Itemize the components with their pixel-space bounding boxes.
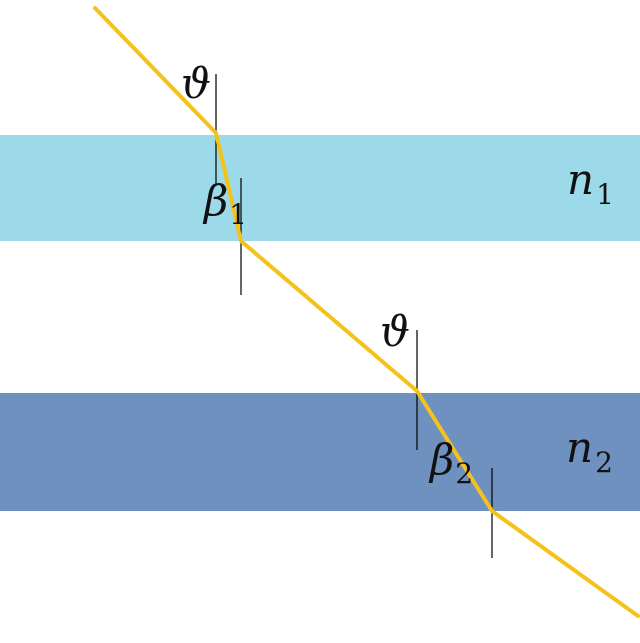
beta-2-label: β2: [428, 435, 473, 490]
layer-n1: [0, 135, 640, 241]
n-1-subscript: 1: [596, 178, 614, 211]
theta-top-label: ϑ: [181, 59, 211, 108]
theta-middle-symbol: ϑ: [380, 307, 410, 356]
n-2-label: n2: [566, 423, 613, 479]
beta-1-symbol: β: [202, 176, 228, 225]
n-1-symbol: n: [567, 155, 594, 204]
n-2-symbol: n: [566, 423, 593, 472]
n-2-subscript: 2: [595, 446, 613, 479]
theta-middle-label: ϑ: [380, 307, 410, 356]
layer-n2: [0, 393, 640, 511]
light-ray: [93, 6, 640, 618]
n-1-label: n1: [567, 155, 614, 211]
beta-2-subscript: 2: [455, 457, 473, 490]
beta-2-symbol: β: [428, 435, 454, 484]
beta-1-label: β1: [202, 176, 247, 231]
theta-top-symbol: ϑ: [181, 59, 211, 108]
beta-1-subscript: 1: [229, 198, 247, 231]
